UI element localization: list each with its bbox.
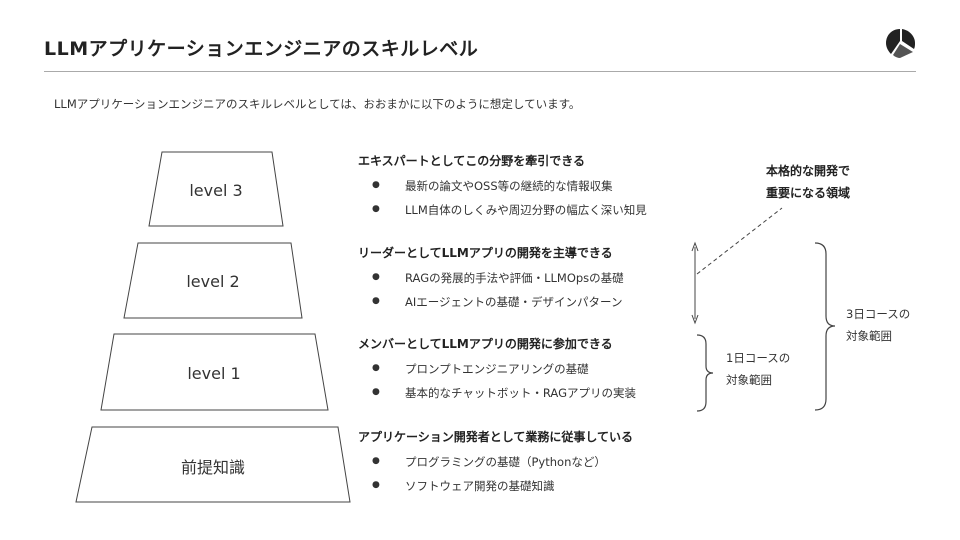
range-arrow-head-top [691, 241, 699, 252]
section-title: リーダーとしてLLMアプリの開発を主導できる [358, 246, 613, 260]
level3-label: level 3 [189, 181, 243, 200]
section-title: メンバーとしてLLMアプリの開発に参加できる [358, 337, 613, 351]
list-item: RAGの発展的手法や評価・LLMOpsの基礎 [358, 270, 624, 294]
list-item: 基本的なチャットボット・RAGアプリの実装 [358, 385, 636, 409]
three-day-course-note: 3日コースの 対象範囲 [846, 307, 911, 343]
three-day-brace [814, 242, 836, 411]
pyramid-tier-level2 [123, 242, 303, 319]
intro-text: LLMアプリケーションエンジニアのスキルレベルとしては、おおまかに以下のように想… [54, 97, 581, 111]
prereq-label: 前提知識 [180, 458, 245, 477]
section-level1: メンバーとしてLLMアプリの開発に参加できる プロンプトエンジニアリングの基礎 … [358, 335, 636, 409]
level2-label: level 2 [186, 272, 240, 291]
abstract-logo-icon [886, 29, 915, 58]
list-item: AIエージェントの基礎・デザインパターン [358, 294, 624, 318]
section-level2: リーダーとしてLLMアプリの開発を主導できる RAGの発展的手法や評価・LLMO… [358, 244, 624, 318]
list-item: ソフトウェア開発の基礎知識 [358, 478, 633, 502]
page-title: LLMアプリケーションエンジニアのスキルレベル [44, 38, 479, 60]
header-divider [44, 71, 916, 72]
one-day-brace [696, 334, 714, 412]
section-title: アプリケーション開発者として業務に従事している [358, 430, 634, 444]
list-item: プロンプトエンジニアリングの基礎 [358, 361, 636, 385]
level1-label: level 1 [187, 364, 241, 383]
list-item: プログラミングの基礎（Pythonなど） [358, 454, 633, 478]
advanced-area-note: 本格的な開発で 重要になる領域 [766, 164, 851, 200]
list-item: 最新の論文やOSS等の継続的な情報収集 [358, 178, 647, 202]
list-item: LLM自体のしくみや周辺分野の幅広く深い知見 [358, 202, 647, 226]
pyramid-tier-level1 [100, 333, 329, 411]
one-day-course-note: 1日コースの 対象範囲 [726, 351, 791, 387]
dashed-leader-line [696, 207, 783, 275]
pyramid-tier-level3 [148, 151, 284, 227]
section-prereq: アプリケーション開発者として業務に従事している プログラミングの基礎（Pytho… [358, 428, 633, 502]
section-level3: エキスパートとしてこの分野を牽引できる 最新の論文やOSS等の継続的な情報収集 … [358, 152, 647, 226]
pyramid-tier-prereq [75, 426, 351, 503]
section-title: エキスパートとしてこの分野を牽引できる [358, 154, 586, 168]
range-arrow-head-bottom [691, 314, 699, 325]
